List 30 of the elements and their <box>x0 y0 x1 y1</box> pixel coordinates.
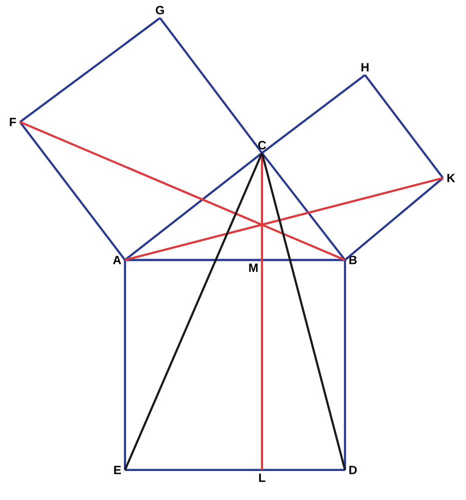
line <box>20 121 346 261</box>
vertex-label: E <box>114 466 121 474</box>
vertex-label: B <box>349 256 357 264</box>
line <box>261 152 346 261</box>
vertex-label: H <box>361 63 369 72</box>
line <box>261 74 366 154</box>
line <box>364 74 444 179</box>
vertex-label: L <box>259 474 266 482</box>
vertex-label: K <box>447 174 456 182</box>
line <box>262 258 345 262</box>
line <box>124 152 263 470</box>
line <box>124 260 126 470</box>
vertex-label: D <box>349 466 357 474</box>
vertex-label: G <box>156 6 164 14</box>
line <box>19 121 126 261</box>
line <box>125 258 262 262</box>
line <box>124 176 444 262</box>
line <box>260 260 264 470</box>
vertex-label: A <box>113 256 122 264</box>
line <box>124 152 263 261</box>
vertex-label: M <box>249 264 258 272</box>
line <box>262 468 345 472</box>
vertex-label: C <box>258 140 266 150</box>
line <box>344 260 346 470</box>
line <box>260 152 346 470</box>
line <box>125 468 262 472</box>
line <box>344 177 444 261</box>
vertex-label: F <box>10 118 16 126</box>
line <box>159 17 263 154</box>
line <box>19 17 161 123</box>
